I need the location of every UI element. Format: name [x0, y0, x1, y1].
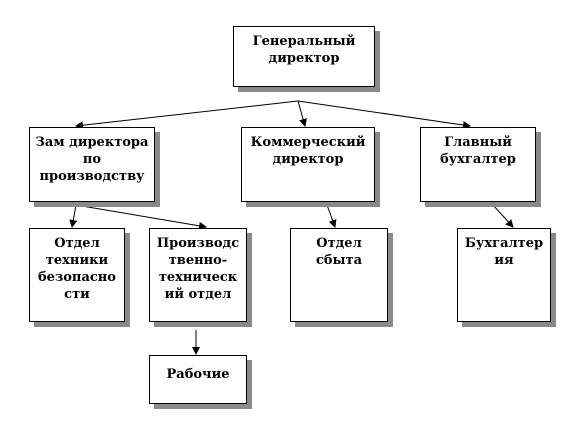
edge-commercial-to-sales [326, 204, 337, 228]
node-sales-dept: Отдел сбыта [290, 228, 388, 322]
node-label: Отдел техники безопасно сти [38, 236, 116, 302]
node-safety-dept: Отдел техники безопасно сти [29, 228, 125, 322]
node-accounting: Бухгалтер ия [457, 228, 551, 322]
node-label: Рабочие [166, 367, 230, 382]
node-deputy-production: Зам директора по производству [29, 127, 155, 202]
node-label: Генеральный директор [252, 34, 356, 66]
edge-accountant-to-accounting [492, 204, 514, 228]
node-workers: Рабочие [149, 355, 247, 404]
node-general-director: Генеральный директор [233, 26, 375, 87]
node-chief-accountant: Главный бухгалтер [420, 127, 536, 202]
edge-general-to-commercial [297, 100, 307, 127]
node-label: Бухгалтер ия [464, 236, 544, 268]
node-label: Главный бухгалтер [440, 135, 516, 167]
node-label: Отдел сбыта [315, 236, 363, 268]
node-production-tech-dept: Производс твенно- техническ ий отдел [149, 228, 247, 322]
edge-deputy-to-prodtech [75, 204, 207, 230]
edge-deputy-to-safety [69, 204, 78, 228]
node-label: Производс твенно- техническ ий отдел [156, 236, 240, 302]
node-label: Зам директора по производству [35, 135, 149, 184]
edge-general-to-accountant [297, 100, 471, 129]
edge-general-to-deputy [75, 100, 299, 130]
node-commercial-director: Коммерческий директор [241, 127, 375, 202]
node-label: Коммерческий директор [250, 135, 366, 167]
